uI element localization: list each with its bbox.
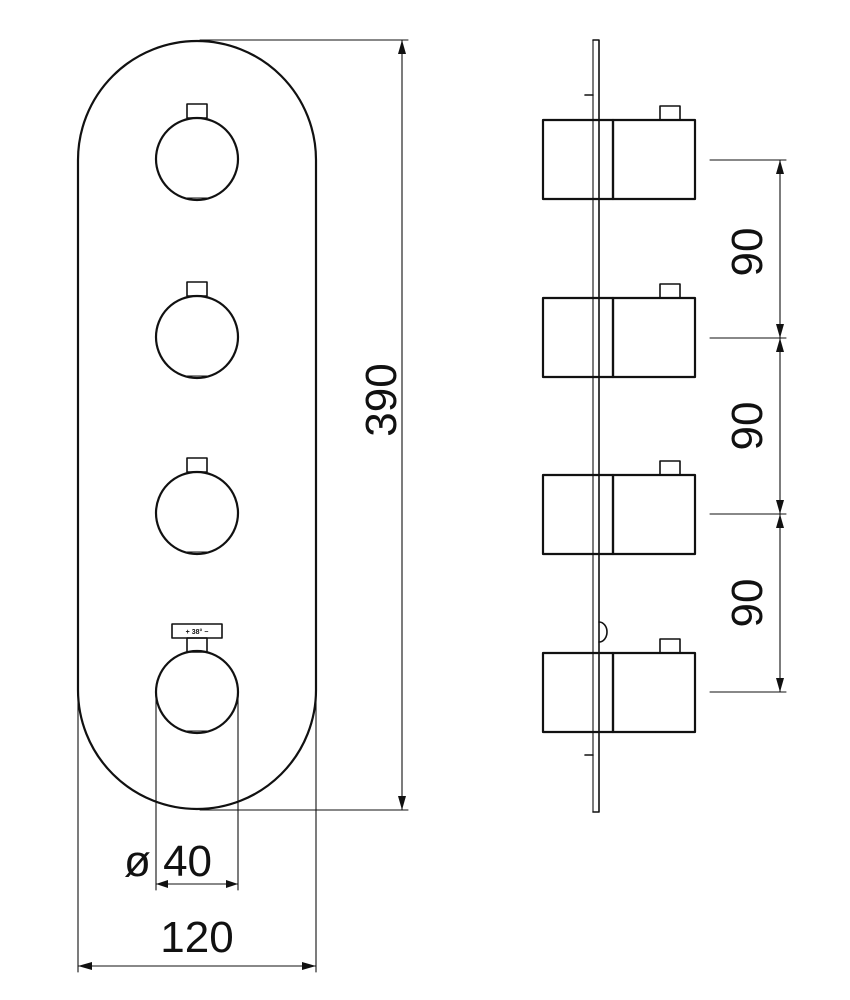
dimension-knob-diameter-label: ø 40 (124, 837, 212, 886)
front-knob-3 (154, 457, 240, 556)
side-knob-4 (541, 638, 697, 734)
side-plate-bump (598, 621, 608, 643)
thermostat-scale-label: + 38° − (186, 628, 209, 636)
front-knob-1 (154, 103, 240, 202)
side-knob-2 (541, 283, 697, 379)
dimension-knob-diameter: ø 40 (124, 691, 239, 891)
dimension-spacing: 90 90 90 (709, 159, 787, 693)
thermostat-scale-box (171, 623, 223, 639)
front-knob-4-thermostat: + 38° − (154, 623, 240, 735)
front-plate-outline (76, 39, 318, 811)
side-knob-1 (541, 105, 697, 201)
front-knob-2 (154, 281, 240, 380)
dimension-width: 120 (77, 689, 317, 973)
side-plate-outline (592, 39, 600, 813)
dimension-spacing-2-label: 90 (723, 402, 772, 451)
dimension-spacing-3-label: 90 (723, 579, 772, 628)
dimension-width-label: 120 (160, 913, 233, 962)
dimension-height-label: 390 (357, 363, 406, 436)
side-knob-3 (541, 460, 697, 556)
dimension-spacing-1-label: 90 (723, 228, 772, 277)
side-view (541, 39, 697, 813)
front-view: + 38° − (76, 39, 318, 811)
dimension-height: 390 (199, 39, 409, 811)
